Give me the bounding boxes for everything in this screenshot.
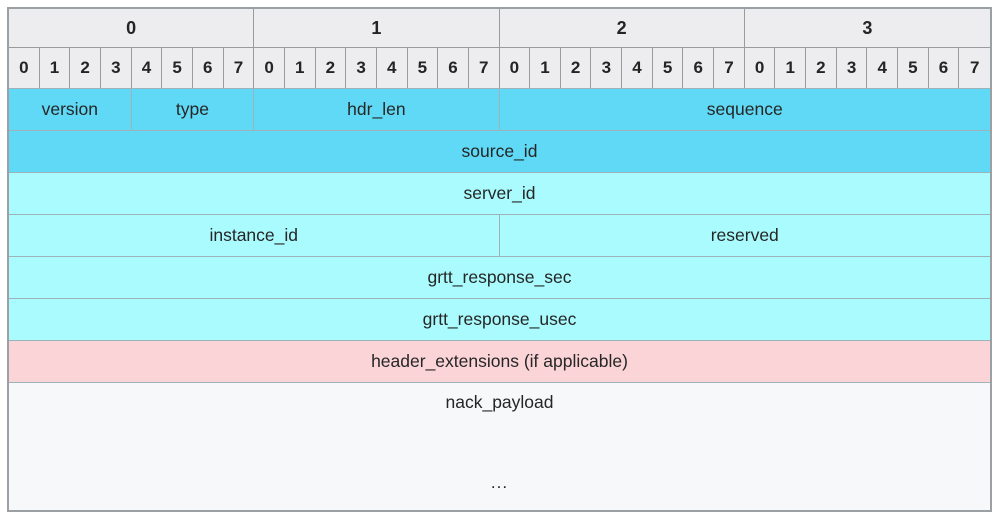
field-row-2: server_id <box>9 173 990 215</box>
field-instance-id: instance_id <box>9 215 500 256</box>
bit-header-cell-0: 0 <box>9 48 40 88</box>
bit-header-cell-28: 4 <box>867 48 899 88</box>
bit-header-cell-18: 2 <box>561 48 592 88</box>
bit-header-cell-29: 5 <box>898 48 929 88</box>
field-row-7: nack_payload... <box>9 383 990 510</box>
payload-continuation-ellipsis: ... <box>490 473 509 492</box>
field-server-id: server_id <box>9 173 990 214</box>
bit-header-cell-9: 1 <box>285 48 316 88</box>
byte-header-cell-2: 2 <box>500 9 745 47</box>
field-row-6: header_extensions (if applicable) <box>9 341 990 383</box>
bit-header-cell-2: 2 <box>70 48 101 88</box>
field-grtt-response-sec: grtt_response_sec <box>9 257 990 298</box>
bit-header-cell-30: 6 <box>929 48 960 88</box>
byte-header-cell-0: 0 <box>9 9 255 47</box>
bit-header-cell-10: 2 <box>316 48 347 88</box>
field-row-1: source_id <box>9 131 990 173</box>
bit-header-cell-17: 1 <box>530 48 561 88</box>
bit-header-cell-19: 3 <box>591 48 623 88</box>
bit-header-cell-26: 2 <box>806 48 837 88</box>
bit-header-cell-3: 3 <box>101 48 132 88</box>
field-label-instance-id: instance_id <box>209 225 299 245</box>
bit-header-cell-6: 6 <box>193 48 224 88</box>
field-label-source-id: source_id <box>461 141 538 161</box>
bit-header-cell-23: 7 <box>714 48 745 88</box>
bit-header-cell-1: 1 <box>40 48 71 88</box>
field-version: version <box>9 89 132 130</box>
field-hdr-len: hdr_len <box>254 89 500 130</box>
field-label-type: type <box>175 99 209 119</box>
field-row-3: instance_id reserved <box>9 215 990 257</box>
bit-header-cell-31: 7 <box>969 58 980 77</box>
field-label-grtt-response-sec: grtt_response_sec <box>427 267 572 287</box>
field-reserved: reserved <box>499 215 990 256</box>
bit-header-cell-25: 1 <box>775 48 807 88</box>
bit-header-cell-5: 5 <box>162 48 193 88</box>
field-header-extensions-if-applicable: header_extensions (if applicable) <box>9 341 990 382</box>
field-label-hdr-len: hdr_len <box>347 99 406 119</box>
bit-header-cell-15: 7 <box>469 48 500 88</box>
bit-header-cell-27: 3 <box>837 48 868 88</box>
bit-header-cell-12: 4 <box>377 48 408 88</box>
field-sequence: sequence <box>499 89 990 130</box>
field-label-grtt-response-usec: grtt_response_usec <box>422 309 577 329</box>
field-label-server-id: server_id <box>463 183 536 203</box>
field-label-nack-payload: nack_payload <box>445 392 554 412</box>
field-row-4: grtt_response_sec <box>9 257 990 299</box>
bit-header-cell-21: 5 <box>653 48 684 88</box>
field-label-header-extensions-if-applicable: header_extensions (if applicable) <box>371 351 628 371</box>
field-nack-payload: nack_payload... <box>9 383 990 510</box>
bit-header-cell-16: 0 <box>500 48 531 88</box>
field-label-sequence: sequence <box>706 99 783 119</box>
field-type: type <box>131 89 255 130</box>
bit-header-cell-4: 4 <box>132 48 163 88</box>
bit-header-cell-7: 7 <box>224 48 255 88</box>
bit-header-cell-11: 3 <box>346 48 377 88</box>
bit-header-cell-14: 6 <box>438 48 469 88</box>
bit-header-cell-24: 0 <box>745 48 776 88</box>
field-grtt-response-usec: grtt_response_usec <box>9 299 990 340</box>
field-label-reserved: reserved <box>710 225 779 245</box>
field-source-id: source_id <box>9 131 990 172</box>
field-row-5: grtt_response_usec <box>9 299 990 341</box>
byte-header-cell-3: 3 <box>862 17 873 38</box>
bit-header-cell-20: 4 <box>622 48 653 88</box>
bit-header-cell-13: 5 <box>408 48 439 88</box>
bit-header-cell-22: 6 <box>683 48 715 88</box>
field-row-0: version type hdr_len sequence <box>9 89 990 131</box>
byte-header-cell-1: 1 <box>254 9 500 47</box>
field-label-version: version <box>41 99 99 119</box>
bit-header-cell-8: 0 <box>254 48 285 88</box>
